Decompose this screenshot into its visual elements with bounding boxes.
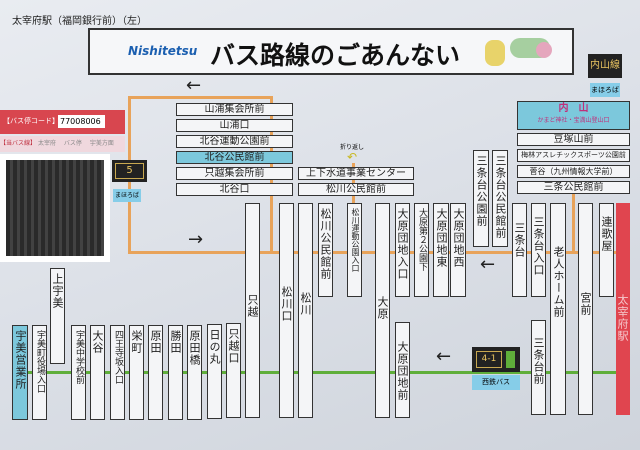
stop-umi-eigyosho: 宇美営業所 xyxy=(12,325,28,420)
terminal-name: 内 山 xyxy=(558,103,589,114)
orange-route-line xyxy=(128,251,616,254)
stop-sanjo-kominkan: 三条公民館前 xyxy=(517,181,630,194)
stop-ohara-danchi-mae: 大原団地前 xyxy=(395,322,410,418)
stop-mametsukayama: 豆塚山前 xyxy=(517,133,630,146)
left-arrow-icon: ← xyxy=(436,346,452,367)
stop-ohara: 大原 xyxy=(375,203,390,418)
stop-harada: 原田 xyxy=(148,325,163,420)
stop-dazaifu-station: 太宰府駅 xyxy=(616,203,630,415)
stop-code-value: 77008006 xyxy=(58,115,105,128)
stop-rengaya: 連歌屋 xyxy=(599,203,614,297)
stop-sanjodai-koen: 三条台公園前 xyxy=(473,150,489,247)
stop-hinomaru: 日の丸 xyxy=(207,324,222,419)
stop-sakaemachi: 栄町 xyxy=(129,325,144,420)
line-info-row: 【当バス線】 太宰府 バス停 宇美方面 xyxy=(0,136,125,152)
terminal-subtitle: かまど神社・宝満山登山口 xyxy=(537,117,610,124)
stop-kami-umi: 上宇美 xyxy=(50,268,65,364)
route-line-badge: 内山線 xyxy=(588,54,622,78)
bus-stop-name: 太宰府駅（福岡銀行前）（左） xyxy=(12,16,147,27)
stop-sugaya: 菅谷（九州情報大学前） xyxy=(517,165,630,178)
orange-route-line xyxy=(572,193,575,253)
stop-bairin-athletic: 梅林アスレチックスポーツ公園前 xyxy=(517,149,630,162)
right-arrow-icon: → xyxy=(188,229,204,250)
stop-matsukawaguchi: 松川口 xyxy=(279,203,294,418)
route-number: 5 xyxy=(115,163,144,179)
stop-miyamae: 宮前 xyxy=(578,203,593,415)
line-label: 【当バス線】 xyxy=(0,140,37,147)
u-turn-arrow-icon: ↶ xyxy=(347,150,358,164)
route-number: 4-1 xyxy=(476,351,502,368)
green-indicator xyxy=(506,351,515,368)
qr-code[interactable] xyxy=(0,154,110,262)
route-4-1-operator: 西鉄バス xyxy=(472,375,520,390)
page-title: バス路線のごあんない xyxy=(210,41,461,70)
route-4-1-badge: 4-1 xyxy=(472,347,520,372)
route-5-badge: 5 xyxy=(112,160,147,182)
stop-sanjodai: 三条台 xyxy=(512,203,527,297)
line-item: 太宰府 xyxy=(37,140,56,147)
stop-otani: 大谷 xyxy=(90,325,105,420)
stop-rojin-home: 老人ホーム前 xyxy=(550,203,566,415)
stop-matsukawa-kominkan: 松川公民館前 xyxy=(318,203,333,297)
stop-code-label: 【バス停コード】 xyxy=(3,117,59,125)
stop-sanjodai-iriguchi: 三条台入口 xyxy=(531,203,546,297)
line-item: バス停 xyxy=(63,140,82,147)
stop-code-panel: 【バス停コード】 77008006 xyxy=(0,110,125,134)
stop-matsukawa-undokoen: 松川運動公園入口 xyxy=(347,203,362,297)
plum-flower-icon xyxy=(536,42,552,58)
stop-tadakoshiguchi: 只越口 xyxy=(226,323,241,418)
mascot-icon xyxy=(485,40,505,66)
stop-tadakoshi-shukaisho: 只越集会所前 xyxy=(176,167,293,180)
route-5-operator: まほろば xyxy=(113,189,141,202)
stop-katsuta: 勝田 xyxy=(168,325,183,420)
stop-ohara-danchi-higashi: 大原団地東 xyxy=(433,203,449,297)
green-route-line xyxy=(14,371,618,374)
stop-ohara-danchi-iriguchi: 大原団地入口 xyxy=(395,203,410,297)
left-arrow-icon: ← xyxy=(186,75,202,96)
left-arrow-icon: ← xyxy=(480,254,496,275)
line-item: 宇美方面 xyxy=(89,140,114,147)
stop-umi-yakuba: 宇美町役場入口 xyxy=(32,325,47,420)
stop-ohara-dai2: 大原第２公園下 xyxy=(414,203,429,297)
stop-matsukawa: 松川 xyxy=(298,203,313,418)
stop-yamaura-guchi: 山浦口 xyxy=(176,119,293,132)
stop-sanjodai-kominkan: 三条台公民館前 xyxy=(492,150,508,247)
turnaround-label: 折り返し xyxy=(340,144,365,151)
stop-kitatani-undokoen: 北谷運動公園前 xyxy=(176,135,293,148)
operator-badge: まほろば xyxy=(590,83,620,97)
stop-matsukawa-kominkan-h: 松川公民館前 xyxy=(298,183,414,196)
terminal-uchiyama: 内 山 かまど神社・宝満山登山口 xyxy=(517,101,630,130)
stop-haradabashi: 原田橋 xyxy=(187,325,202,420)
stop-sanjodai-mae: 三条台前 xyxy=(531,320,546,415)
stop-kitatani-kominkan: 北谷公民館前 xyxy=(176,151,293,164)
stop-shioji: 四王寺坂入口 xyxy=(110,325,125,420)
orange-route-line xyxy=(129,96,273,99)
stop-gesuido-center: 上下水道事業センター xyxy=(298,167,414,180)
stop-umi-chugaku: 宇美中学校前 xyxy=(71,325,86,420)
stop-yamaura-shukaisho: 山浦集会所前 xyxy=(176,103,293,116)
stop-tadakoshi: 只越 xyxy=(245,203,260,418)
stop-ohara-danchi-nishi: 大原団地西 xyxy=(450,203,466,297)
nishitetsu-logo: Nishitetsu xyxy=(128,44,198,58)
stop-kitatani-guchi: 北谷口 xyxy=(176,183,293,196)
title-banner: Nishitetsu バス路線のごあんない xyxy=(88,28,574,75)
